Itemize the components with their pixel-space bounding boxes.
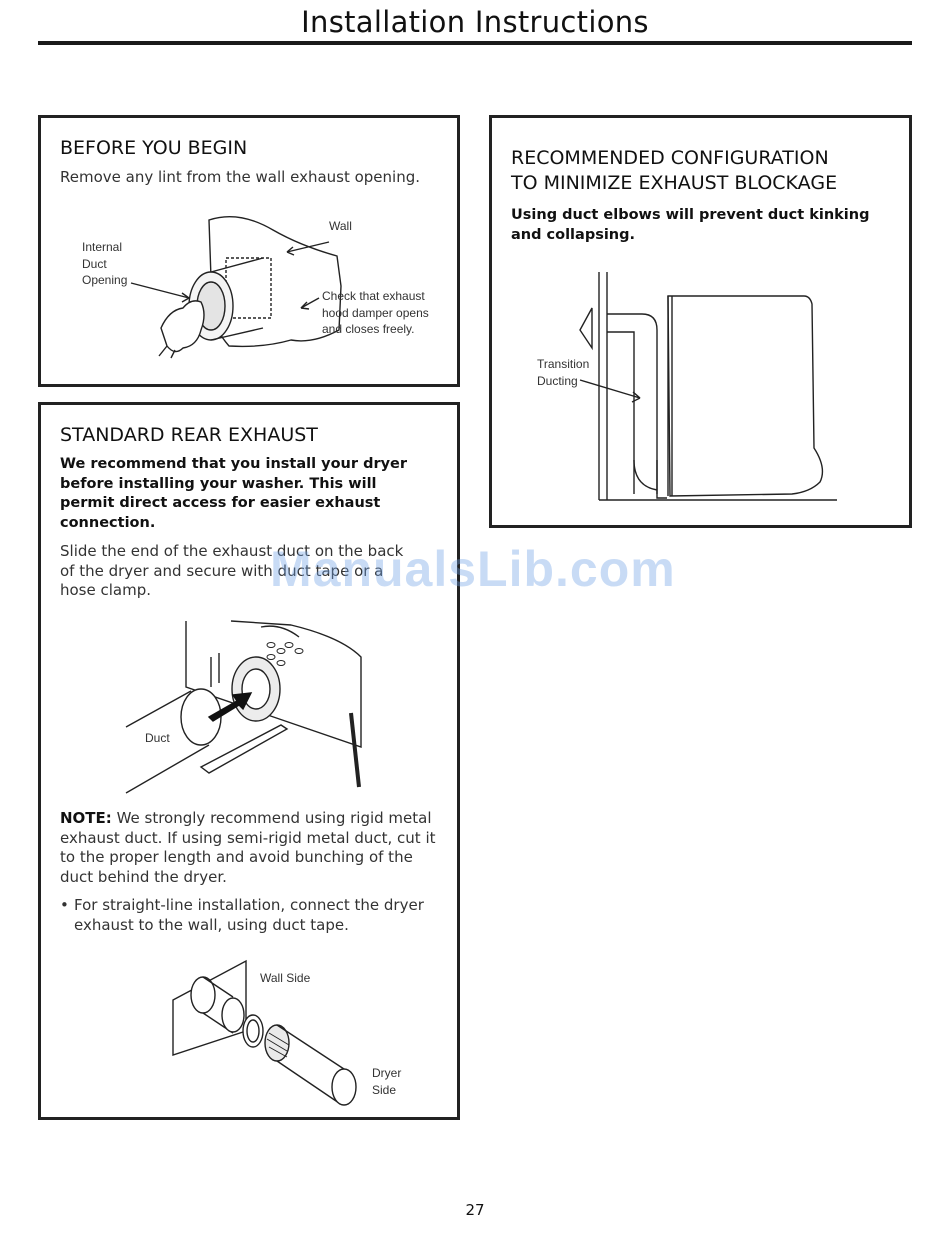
recommended-configuration-heading-line-2: TO MINIMIZE EXHAUST BLOCKAGE (511, 172, 838, 194)
label-wall-side: Wall Side (260, 971, 311, 985)
bullet-list: For straight-line installation, connect … (60, 896, 430, 935)
label-side: Side (372, 1082, 397, 1097)
straight-line-install-illustration (172, 959, 357, 1106)
bullet-item: For straight-line installation, connect … (60, 896, 430, 935)
standard-rear-exhaust-bold-text: We recommend that you install your dryer… (60, 456, 408, 531)
recommended-configuration-heading-line-1: RECOMMENDED CONFIGURATION (511, 147, 829, 169)
before-you-begin-text: Remove any lint from the wall exhaust op… (60, 168, 421, 186)
label-transition-ducting: Transition Ducting (537, 356, 589, 389)
note-paragraph: NOTE: We strongly recommend using rigid … (60, 809, 440, 887)
label-wall: Wall (329, 219, 352, 233)
label-check-line-2: hood damper opens (322, 305, 429, 320)
page-number: 27 (465, 1201, 485, 1219)
note-text: We strongly recommend using rigid metal … (60, 809, 436, 886)
page-title: Installation Instructions (301, 5, 649, 39)
wall-vent-illustration (130, 215, 342, 359)
label-check-line-3: and closes freely. (322, 322, 415, 336)
before-you-begin-heading: BEFORE YOU BEGIN (60, 137, 248, 159)
label-duct-callout: Duct (145, 731, 170, 745)
label-ducting: Ducting (537, 373, 578, 388)
label-duct: Duct (82, 256, 107, 271)
before-you-begin-panel: BEFORE YOU BEGIN Remove any lint from th… (38, 115, 460, 387)
recommended-configuration-panel: RECOMMENDED CONFIGURATION TO MINIMIZE EX… (489, 115, 912, 528)
recommended-configuration-bold-text: Using duct elbows will prevent duct kink… (511, 207, 870, 243)
standard-rear-exhaust-panel: STANDARD REAR EXHAUST We recommend that … (38, 402, 460, 1120)
standard-rear-exhaust-heading: STANDARD REAR EXHAUST (60, 424, 318, 446)
note-label: NOTE: (60, 809, 112, 827)
label-transition: Transition (537, 357, 590, 371)
elbow-configuration-illustration (579, 272, 837, 501)
label-check-line-1: Check that exhaust (322, 289, 425, 303)
label-internal: Internal (82, 240, 123, 254)
label-opening: Opening (82, 273, 128, 287)
standard-rear-exhaust-text: Slide the end of the exhaust duct on the… (60, 542, 404, 599)
title-rule (38, 41, 912, 45)
label-dryer: Dryer (372, 1066, 402, 1080)
label-internal-duct-opening: Internal Duct Opening (82, 239, 127, 289)
label-dryer-side: Dryer Side (372, 1065, 401, 1098)
dryer-back-duct-illustration (125, 620, 362, 794)
label-check-damper: Check that exhaust hood damper opens and… (322, 288, 429, 338)
watermark: ManualsLib.com (270, 541, 676, 597)
